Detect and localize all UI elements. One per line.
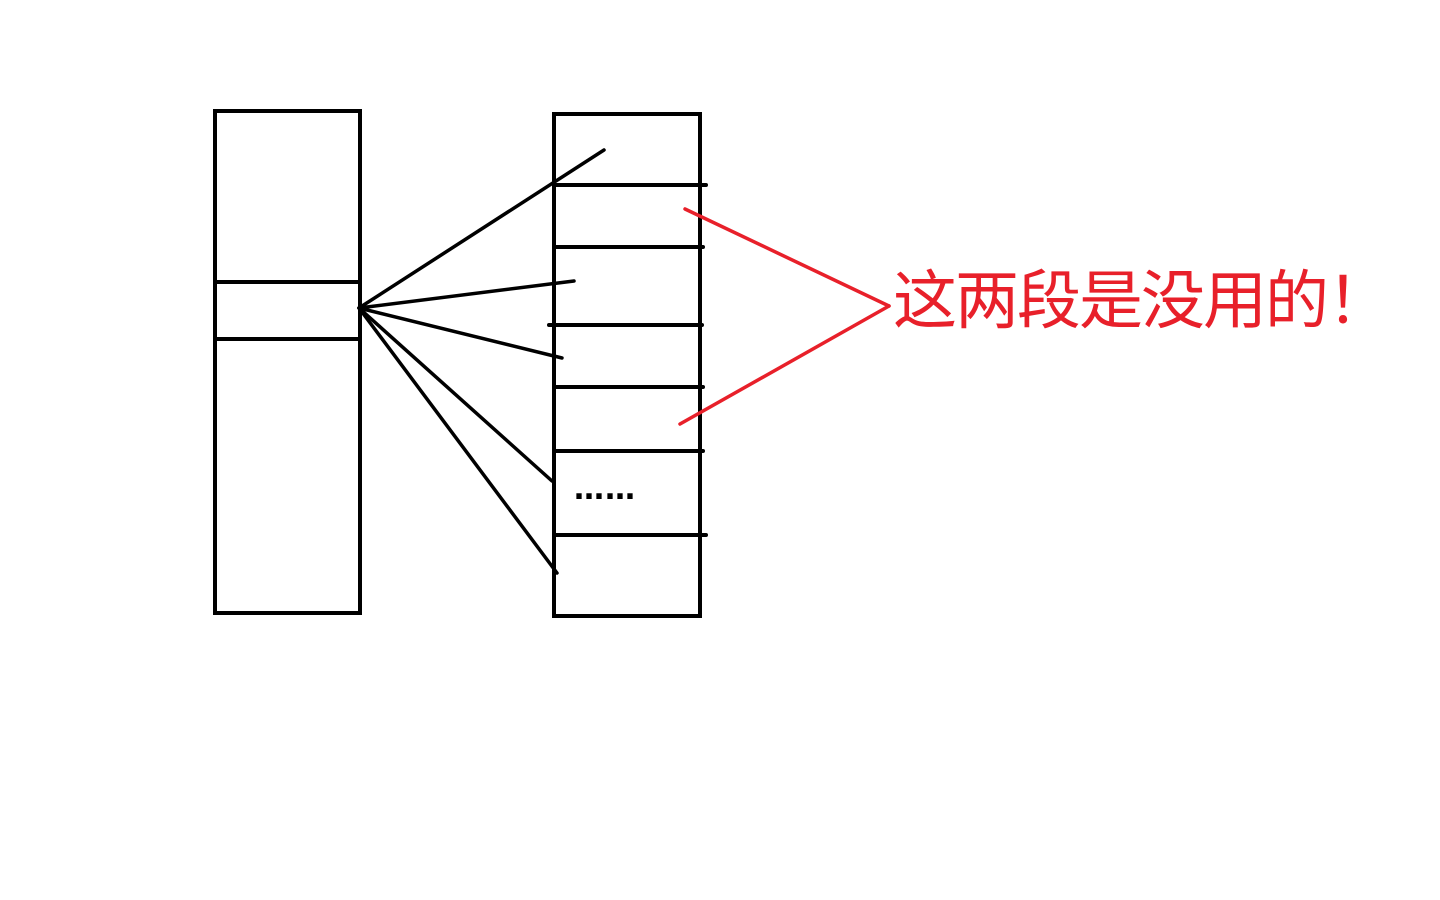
right-column	[547, 112, 708, 618]
connector-line-3	[357, 306, 564, 360]
callout-line-upper	[683, 207, 891, 308]
annotation-label: 这两段是没用的！	[893, 265, 1391, 339]
connector-line-5	[357, 306, 559, 575]
ellipsis-label: ……	[574, 472, 636, 507]
callout-line-lower	[678, 304, 891, 426]
connector-line-1	[357, 148, 606, 310]
left-column-border	[213, 109, 362, 615]
connector-lines	[357, 148, 606, 575]
left-column	[213, 109, 362, 615]
right-column-border	[552, 112, 702, 618]
connector-line-4	[357, 306, 554, 483]
callout-lines	[678, 207, 891, 426]
connector-line-2	[357, 279, 576, 310]
